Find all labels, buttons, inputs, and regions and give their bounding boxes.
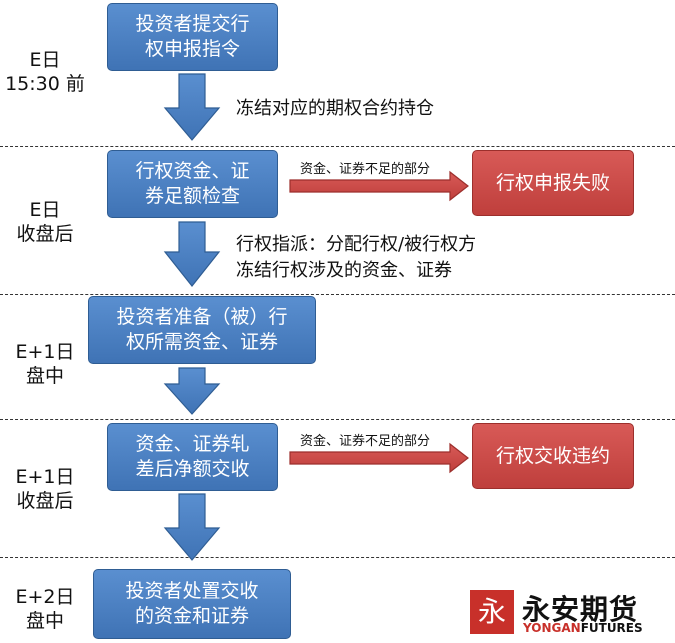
step-line2: 权申报指令 [144,38,240,60]
stage-label-line1: E日 [29,49,61,71]
stage-label-line1: E+2日 [15,586,75,608]
down-arrow [163,73,221,141]
note-assignment-line1: 行权指派：分配行权/被行权方 [236,234,477,255]
stage-label-line2: 盘中 [25,610,64,632]
stage-label-line1: E日 [29,199,61,221]
step-line2: 的资金和证券 [134,605,249,627]
logo-name-en: YONGANFUTURES [523,621,643,635]
stage-label-line2: 盘中 [25,365,64,387]
stage-label-line1: E+1日 [15,341,75,363]
step-line1: 资金、证券轧 [135,433,250,455]
stage-label-e-day-before-close: E日 15:30 前 [0,48,90,96]
step-funds-securities-check: 行权资金、证 券足额检查 [107,150,278,218]
stage-label-line2: 收盘后 [16,223,74,245]
down-arrow [163,367,221,415]
down-arrow [163,493,221,561]
right-arrow [289,170,469,202]
failure-box-declaration-failed: 行权申报失败 [472,150,634,216]
step-prepare-funds-securities: 投资者准备（被）行 权所需资金、证券 [88,296,316,364]
note-assignment: 行权指派：分配行权/被行权方 冻结行权涉及的资金、证券 [236,232,476,284]
step-line1: 投资者提交行 [135,13,250,35]
failure-box-settlement-default: 行权交收违约 [472,423,634,489]
stage-divider [0,294,675,295]
note-freeze-position: 冻结对应的期权合约持仓 [236,98,434,119]
logo-name-en-a: YONGAN [523,621,581,635]
stage-label-e1-after-close: E+1日 收盘后 [0,465,90,513]
stage-divider [0,419,675,420]
yongan-futures-logo: 永 永安期货 YONGANFUTURES [470,590,670,638]
step-line1: 投资者处置交收 [125,580,259,602]
stage-divider [0,146,675,147]
stage-label-line2: 收盘后 [16,490,74,512]
logo-name-cn: 永安期货 [522,593,639,626]
step-submit-exercise-order: 投资者提交行 权申报指令 [107,3,278,71]
right-arrow [289,442,469,474]
stage-label-line1: E+1日 [15,466,75,488]
failure-condition-label: 资金、证券不足的部分 [300,434,431,449]
step-line2: 券足额检查 [144,185,240,207]
logo-name-en-b: FUTURES [580,621,643,635]
failure-condition-label: 资金、证券不足的部分 [300,162,431,177]
stage-label-e2-intraday: E+2日 盘中 [0,585,90,633]
step-line2: 差后净额交收 [135,458,250,480]
step-line2: 权所需资金、证券 [125,331,278,353]
logo-mark-icon: 永 [470,590,514,634]
step-line1: 投资者准备（被）行 [116,306,288,328]
stage-label-e1-intraday: E+1日 盘中 [0,340,90,388]
down-arrow [163,221,221,287]
step-dispose-settled-assets: 投资者处置交收 的资金和证券 [93,569,291,639]
stage-divider [0,557,675,558]
step-net-settlement: 资金、证券轧 差后净额交收 [107,423,278,491]
step-line1: 行权资金、证 [135,160,250,182]
stage-label-line2: 15:30 前 [5,73,85,95]
note-assignment-line2: 冻结行权涉及的资金、证券 [236,260,452,281]
stage-label-e-day-after-close: E日 收盘后 [0,198,90,246]
